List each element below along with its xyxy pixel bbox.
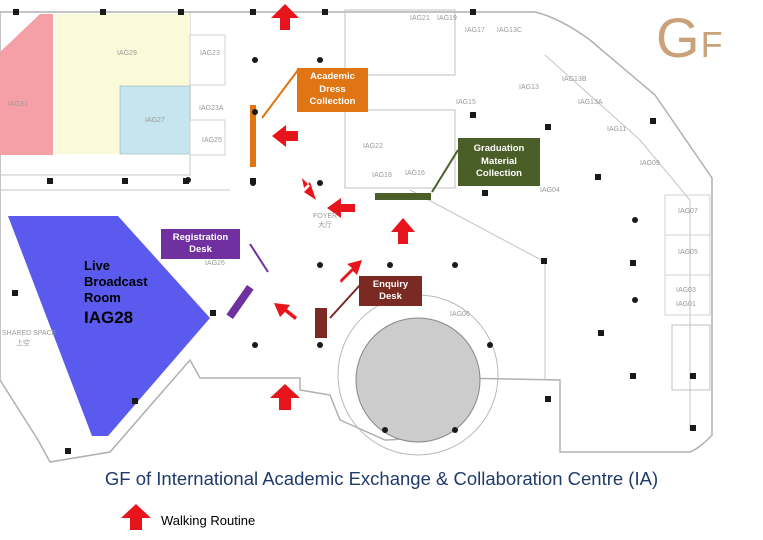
broadcast-room-label: Live Broadcast Room IAG28 — [84, 258, 174, 330]
room-label-iag19: IAG19 — [437, 15, 457, 22]
room-label-iag13: IAG13 — [519, 84, 539, 91]
stair-core — [344, 9, 456, 76]
round-columns — [185, 57, 638, 433]
room-label-foyer-cn: 大厅 — [318, 220, 332, 229]
room-label-iag09: IAG09 — [640, 160, 660, 167]
academic-dress-callout: Academic Dress Collection — [297, 68, 368, 112]
room-label-shared-space-cn: 上空 — [16, 338, 30, 347]
room-label-iag15: IAG15 — [456, 99, 476, 106]
enquiry-desk-callout: Enquiry Desk — [359, 276, 422, 306]
room-label-shared-space: SHARED SPACE — [2, 330, 57, 337]
room-label-iag29: IAG29 — [117, 50, 137, 57]
registration-bar — [226, 284, 254, 320]
walking-arrow-nw-1 — [302, 178, 316, 200]
legend-label: Walking Routine — [161, 513, 256, 528]
enquiry-bar — [315, 308, 327, 338]
building-outline — [0, 11, 713, 463]
iag07-box — [664, 194, 711, 236]
walking-arrow-entrance — [270, 384, 300, 410]
dress-leader — [261, 69, 299, 119]
walking-arrow-to-foyer — [327, 198, 355, 218]
room-label-iag06: IAG06 — [450, 311, 470, 318]
graduation-material-callout: Graduation Material Collection — [458, 138, 540, 186]
enquiry-leader — [329, 284, 361, 319]
room-label-iag04: IAG04 — [540, 187, 560, 194]
room-label-iag25: IAG25 — [202, 137, 222, 144]
iag25-box — [189, 119, 226, 156]
room-label-foyer: FOYER — [313, 213, 337, 220]
map-title: GF of International Academic Exchange & … — [104, 468, 659, 489]
inner-wall-east — [544, 54, 691, 430]
room-label-iag03: IAG03 — [676, 287, 696, 294]
iag31-room — [0, 14, 53, 155]
broadcast-room-code: IAG28 — [84, 308, 134, 327]
iag03-box — [664, 274, 711, 316]
floor-mark-f: F — [700, 24, 724, 65]
walking-arrow-exit-north — [271, 4, 299, 30]
grad-leader — [431, 149, 459, 193]
lobby-circle — [355, 317, 481, 443]
broadcast-line-1: Live — [84, 258, 111, 273]
service-stair — [671, 324, 711, 391]
room-label-iag23: IAG23 — [200, 50, 220, 57]
room-label-iag27: IAG27 — [145, 117, 165, 124]
iag23-box — [189, 34, 226, 86]
room-label-iag22: IAG22 — [363, 143, 383, 150]
legend-arrow-icon — [121, 504, 151, 530]
floor-mark-g: G — [656, 6, 701, 69]
room-label-iag18: IAG18 — [372, 172, 392, 179]
room-label-iag13a: IAG13A — [578, 99, 603, 106]
reg-leader — [249, 243, 269, 273]
columns — [12, 9, 696, 454]
room-label-iag01: IAG01 — [676, 301, 696, 308]
iag27-room — [119, 85, 191, 155]
room-label-iag26: IAG26 — [205, 260, 225, 267]
floor-mark: GF — [656, 6, 724, 70]
room-label-iag21: IAG21 — [410, 15, 430, 22]
walking-arrow-up-foyer — [391, 218, 415, 244]
grad-collection-bar — [375, 193, 431, 200]
toilet-core — [344, 109, 456, 189]
walking-arrow-to-dress — [272, 125, 298, 147]
room-label-iag16: IAG16 — [405, 170, 425, 177]
room-label-iag05: IAG05 — [678, 249, 698, 256]
room-label-iag23a: IAG23A — [199, 105, 224, 112]
room-label-iag13b: IAG13B — [562, 76, 587, 83]
room-label-iag11: IAG11 — [607, 126, 626, 133]
room-label-iag07: IAG07 — [678, 208, 698, 215]
broadcast-line-2: Broadcast — [84, 274, 148, 289]
room-label-iag17: IAG17 — [465, 27, 485, 34]
walking-arrow-ne — [340, 260, 362, 283]
walking-arrow-up-left — [274, 303, 297, 320]
room-label-iag13c: IAG13C — [497, 27, 522, 34]
room-labels: IAG31 IAG29 IAG27 IAG23 IAG23A IAG25 IAG… — [2, 15, 698, 347]
registration-desk-callout: Registration Desk — [161, 229, 240, 259]
dress-collection-bar — [250, 105, 256, 167]
walking-route-arrows — [270, 4, 415, 410]
broadcast-room — [8, 216, 210, 436]
room-label-iag31: IAG31 — [8, 101, 28, 108]
broadcast-line-3: Room — [84, 290, 121, 305]
